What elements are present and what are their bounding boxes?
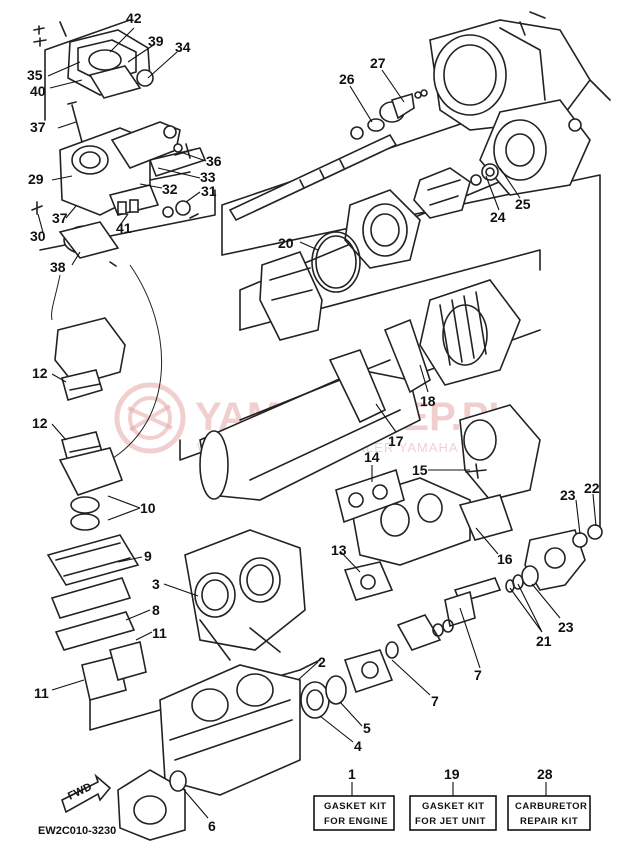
callout-31: 31	[201, 183, 217, 199]
callout-32: 32	[162, 181, 178, 197]
callout-3: 3	[152, 576, 160, 592]
kit-carburetor-repair: 28 CARBURETOR REPAIR KIT	[507, 766, 591, 831]
callout-42: 42	[126, 10, 142, 26]
callout-16: 16	[497, 551, 513, 567]
kit-number-28: 28	[537, 766, 553, 782]
kit-gasket-jet-unit: 19 GASKET KIT FOR JET UNIT	[409, 766, 497, 831]
engine-group	[46, 317, 399, 841]
callout-40: 40	[30, 83, 46, 99]
callout-18: 18	[420, 393, 436, 409]
callout-33: 33	[200, 169, 216, 185]
callout-37-top: 37	[30, 119, 46, 135]
diagram-code: EW2C010-3230	[38, 825, 116, 837]
kit-label-28-line1: CARBURETOR	[515, 801, 587, 812]
callout-24: 24	[490, 209, 506, 225]
callout-25: 25	[515, 196, 531, 212]
callout-27: 27	[370, 55, 386, 71]
kit-number-1: 1	[348, 766, 356, 782]
callout-13: 13	[331, 542, 347, 558]
callout-6: 6	[208, 818, 216, 834]
callout-2: 2	[318, 654, 326, 670]
callout-12-bottom: 12	[32, 415, 48, 431]
boundary-lines	[39, 19, 611, 731]
callout-34: 34	[175, 39, 191, 55]
callout-4: 4	[354, 738, 362, 754]
callout-37-mid: 37	[52, 210, 68, 226]
callout-17: 17	[388, 433, 404, 449]
callout-29: 29	[28, 171, 44, 187]
callout-23-top: 23	[560, 487, 576, 503]
kit-label-1-line2: FOR ENGINE	[324, 816, 388, 827]
kit-number-19: 19	[444, 766, 460, 782]
callout-15: 15	[412, 462, 428, 478]
kit-gasket-engine: 1 GASKET KIT FOR ENGINE	[313, 766, 395, 831]
callout-20: 20	[278, 235, 294, 251]
callout-35: 35	[27, 67, 43, 83]
callout-11-left: 11	[34, 685, 49, 701]
callout-22: 22	[584, 480, 600, 496]
callout-5: 5	[363, 720, 371, 736]
jet-pump-group	[228, 11, 591, 341]
callout-41: 41	[116, 220, 132, 236]
watermark-logo	[114, 382, 186, 454]
callout-8: 8	[152, 602, 160, 618]
callout-30: 30	[30, 228, 46, 244]
callout-9: 9	[144, 548, 152, 564]
callout-11-right: 11	[152, 625, 167, 641]
callout-7-right: 7	[474, 667, 482, 683]
callout-26: 26	[339, 71, 355, 87]
callout-39: 39	[148, 33, 164, 49]
leader-lines	[37, 27, 597, 819]
water-pump-parts	[396, 524, 603, 651]
callout-10: 10	[140, 500, 156, 516]
exhaust-group	[199, 279, 541, 601]
kit-label-19-line2: FOR JET UNIT	[415, 816, 486, 827]
callout-21: 21	[536, 633, 552, 649]
kit-label-19-line1: GASKET KIT	[422, 801, 485, 812]
kit-label-28-line2: REPAIR KIT	[520, 816, 578, 827]
carburetor-group	[31, 21, 206, 267]
callout-14: 14	[364, 449, 380, 465]
callout-12-top: 12	[32, 365, 48, 381]
kit-label-1-line1: GASKET KIT	[324, 801, 387, 812]
callout-38: 38	[50, 259, 66, 275]
callout-7-left: 7	[431, 693, 439, 709]
callout-23-bottom: 23	[558, 619, 574, 635]
callout-36: 36	[206, 153, 222, 169]
callout-labels: 42 39 34 35 40 37 36 33 29 32 31 37 41 3…	[27, 10, 600, 834]
fwd-arrow: FWD	[61, 773, 112, 814]
